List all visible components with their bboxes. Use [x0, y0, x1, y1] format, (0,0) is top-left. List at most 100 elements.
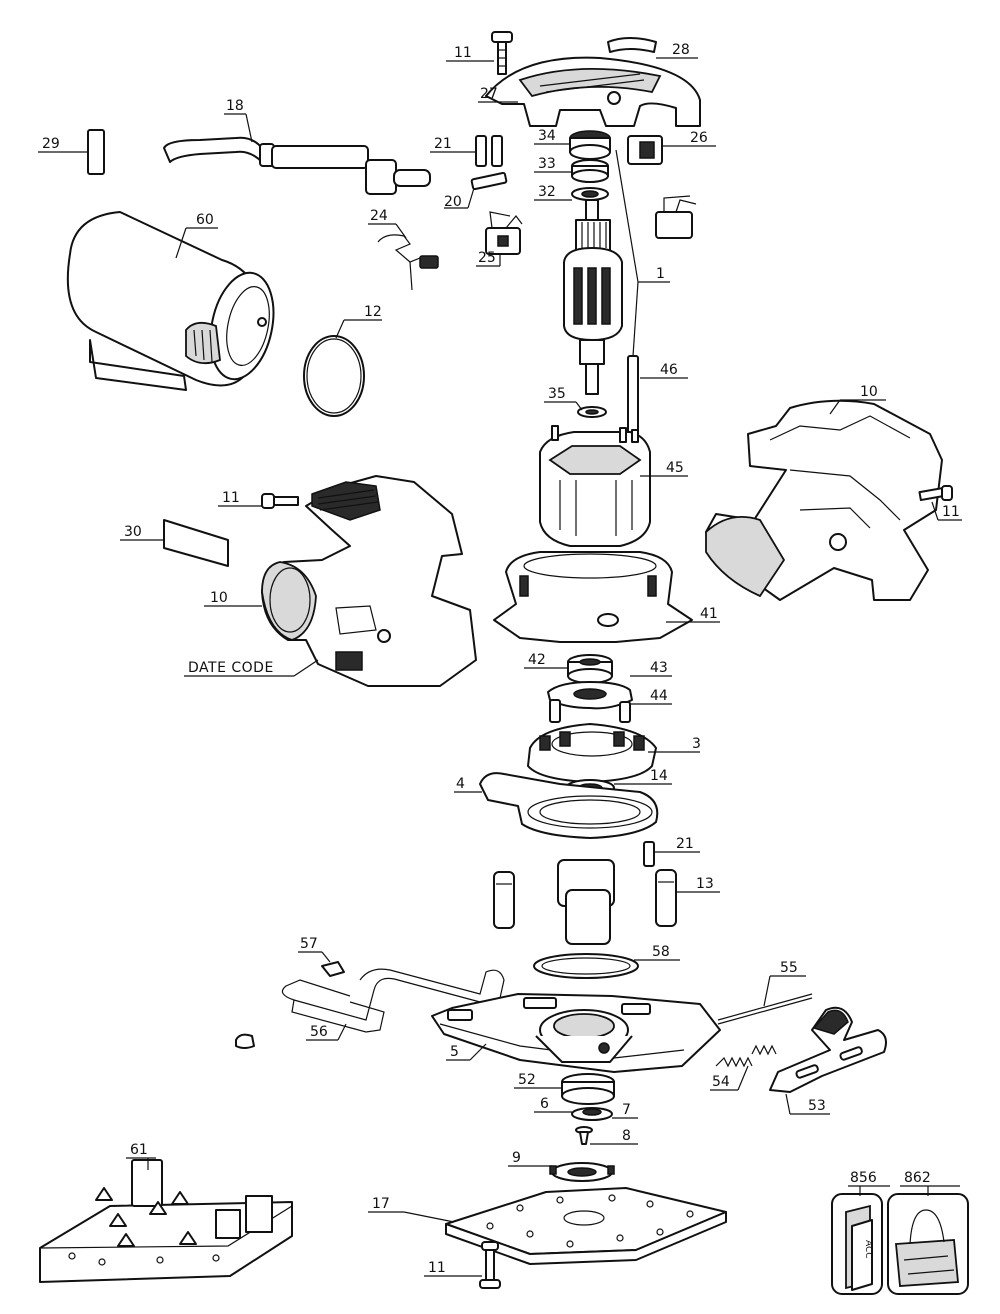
rubber-legs-13	[493, 859, 677, 945]
bearing-33	[571, 159, 609, 183]
callout-29: 29	[42, 136, 60, 152]
rod-55	[717, 993, 813, 1025]
callout-45: 45	[666, 460, 684, 476]
screw-11-left	[261, 493, 299, 509]
callout-60: 60	[196, 212, 214, 228]
callout-27: 27	[480, 86, 498, 102]
brush-holder-25	[485, 211, 523, 255]
callout-10-left: 10	[210, 590, 228, 606]
acc-label: ACC	[863, 1240, 873, 1259]
washer-7	[582, 1108, 602, 1116]
callout-11-bottom: 11	[428, 1260, 446, 1276]
callout-53: 53	[808, 1098, 826, 1114]
lever-53	[769, 1006, 887, 1093]
callout-3: 3	[692, 736, 701, 752]
callout-7: 7	[622, 1102, 631, 1118]
top-cover-27	[485, 56, 701, 127]
callout-54: 54	[712, 1074, 730, 1090]
callout-1: 1	[656, 266, 665, 282]
callout-46: 46	[660, 362, 678, 378]
callout-21-mid: 21	[676, 836, 694, 852]
callout-4: 4	[456, 776, 465, 792]
callout-55: 55	[780, 960, 798, 976]
label-30	[163, 519, 229, 567]
clamp-ring-9	[549, 1162, 615, 1182]
callout-58: 58	[652, 944, 670, 960]
callout-28: 28	[672, 42, 690, 58]
screw-11-right	[918, 485, 953, 502]
base-5	[431, 993, 721, 1073]
callout-24: 24	[370, 208, 388, 224]
seal-ring-58	[533, 953, 639, 979]
bearing-34	[569, 130, 611, 160]
label-28	[607, 37, 657, 53]
retaining-ring-12	[303, 335, 365, 417]
callout-33: 33	[538, 156, 556, 172]
motor-housing-41	[493, 551, 693, 643]
housing-half-10-left	[261, 475, 477, 687]
washer-35	[577, 406, 607, 418]
callout-6: 6	[540, 1096, 549, 1112]
punch-plate-61	[39, 1159, 293, 1283]
date-code-label: DATE CODE	[188, 660, 274, 676]
callout-5: 5	[450, 1044, 459, 1060]
springs-54	[715, 1044, 777, 1068]
callout-30: 30	[124, 524, 142, 540]
switch-assembly	[655, 195, 697, 239]
housing-cover-60	[66, 211, 275, 391]
callout-14: 14	[650, 768, 668, 784]
callout-44: 44	[650, 688, 668, 704]
callout-41: 41	[700, 606, 718, 622]
clip-57	[321, 961, 345, 977]
callout-9: 9	[512, 1150, 521, 1166]
callout-856: 856	[850, 1170, 877, 1186]
platen-pad-17	[445, 1187, 727, 1265]
callout-11-top: 11	[454, 45, 472, 61]
callout-20: 20	[444, 194, 462, 210]
screws-21-top	[475, 135, 503, 167]
washer-32	[571, 187, 609, 201]
accessory-card-icon: ACC	[845, 1204, 873, 1291]
callout-52: 52	[518, 1072, 536, 1088]
bearing-42	[567, 654, 613, 684]
callout-57: 57	[300, 936, 318, 952]
bearing-retainer-43	[547, 681, 633, 710]
callout-35: 35	[548, 386, 566, 402]
callout-862: 862	[904, 1170, 931, 1186]
callout-17: 17	[372, 1196, 390, 1212]
callout-56: 56	[310, 1024, 328, 1040]
callout-32: 32	[538, 184, 556, 200]
callout-25: 25	[478, 250, 496, 266]
callout-21-top: 21	[434, 136, 452, 152]
dust-shroud-4	[479, 772, 659, 839]
bearing-52	[561, 1073, 615, 1105]
callout-8: 8	[622, 1128, 631, 1144]
cord-tag-29	[87, 129, 105, 175]
carrying-bag-icon	[895, 1209, 959, 1287]
callout-11-right: 11	[942, 504, 960, 520]
callout-13: 13	[696, 876, 714, 892]
screw-11-top	[491, 31, 513, 75]
power-cord-18	[163, 136, 431, 195]
callout-11-left: 11	[222, 490, 240, 506]
armature-1	[563, 199, 623, 395]
field-45	[539, 425, 651, 547]
fan-3	[527, 723, 657, 783]
callout-10-right: 10	[860, 384, 878, 400]
switch-26	[627, 135, 663, 165]
callout-12: 12	[364, 304, 382, 320]
callout-26: 26	[690, 130, 708, 146]
callout-61: 61	[130, 1142, 148, 1158]
screw-11-bottom	[479, 1241, 501, 1289]
screw-21-mid	[643, 841, 655, 867]
callout-34: 34	[538, 128, 556, 144]
callout-43: 43	[650, 660, 668, 676]
housing-half-10-right	[705, 399, 943, 601]
screw-8	[575, 1126, 593, 1145]
cord-clamp-20	[470, 171, 508, 191]
screws-44	[549, 699, 631, 723]
callout-18: 18	[226, 98, 244, 114]
wire-24	[377, 234, 439, 291]
callout-42: 42	[528, 652, 546, 668]
